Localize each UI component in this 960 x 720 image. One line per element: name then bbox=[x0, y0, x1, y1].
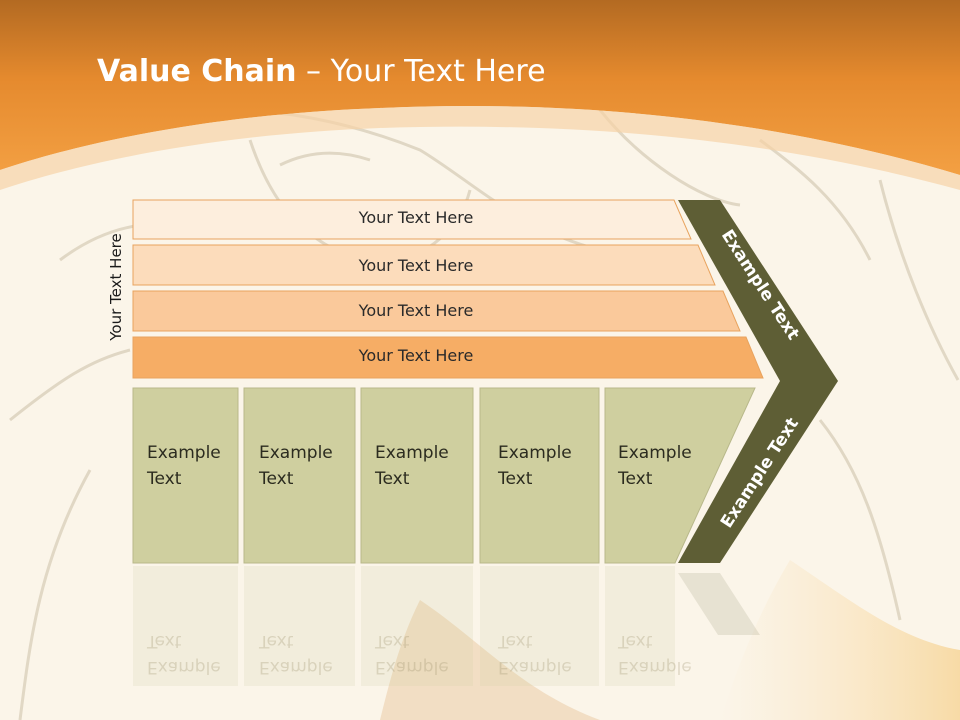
cell-3-line2: Text bbox=[375, 469, 410, 489]
cell-3-line1: Example bbox=[375, 443, 449, 463]
row-bar-1 bbox=[132, 199, 692, 240]
row-label-4: Your Text Here bbox=[358, 346, 474, 365]
cell-1-line1: Example bbox=[147, 443, 221, 463]
cell-5-reflection: Example Text bbox=[618, 628, 692, 680]
cell-box-3 bbox=[360, 387, 474, 564]
cell-3-reflection-line2: Text bbox=[375, 631, 410, 651]
chevron-reflection bbox=[678, 573, 760, 635]
row-label-3: Your Text Here bbox=[358, 301, 474, 320]
cell-2-reflection: Example Text bbox=[259, 628, 333, 680]
light-glow bbox=[720, 560, 960, 720]
row-label-2: Your Text Here bbox=[358, 256, 474, 275]
row-bars bbox=[132, 199, 764, 379]
cell-5-reflection-line2: Text bbox=[618, 631, 653, 651]
cell-2-reflection-line1: Example bbox=[259, 657, 333, 677]
cell-4-reflection: Example Text bbox=[498, 628, 572, 680]
side-label: Your Text Here bbox=[107, 233, 125, 341]
cell-4-reflection-line2: Text bbox=[498, 631, 533, 651]
cell-1-reflection-line1: Example bbox=[147, 657, 221, 677]
cell-2-line1: Example bbox=[259, 443, 333, 463]
page-title: Value Chain – Your Text Here bbox=[97, 52, 546, 92]
cell-box-2 bbox=[243, 387, 356, 564]
cell-reflection-box-4 bbox=[480, 566, 599, 686]
title-rest: – Your Text Here bbox=[296, 54, 546, 89]
title-bold: Value Chain bbox=[97, 54, 297, 89]
cell-4-reflection-line1: Example bbox=[498, 657, 572, 677]
cell-reflection-box-3 bbox=[361, 566, 473, 686]
row-bar-3 bbox=[132, 290, 741, 332]
cell-box-4 bbox=[479, 387, 600, 564]
value-chevron bbox=[678, 200, 838, 635]
cell-reflection-box-5 bbox=[605, 566, 675, 686]
chevron-lower bbox=[678, 381, 838, 563]
cell-4-line2: Text bbox=[498, 469, 533, 489]
cell-3-reflection-line1: Example bbox=[375, 657, 449, 677]
cell-reflection-box-2 bbox=[244, 566, 355, 686]
cell-boxes bbox=[132, 387, 756, 686]
cell-5-line1: Example bbox=[618, 443, 692, 463]
chevron-upper bbox=[678, 200, 838, 381]
cell-3-reflection: Example Text bbox=[375, 628, 449, 680]
cell-2-line2: Text bbox=[259, 469, 294, 489]
row-bar-2 bbox=[132, 244, 716, 286]
header-highlight bbox=[0, 106, 960, 190]
row-label-1: Your Text Here bbox=[358, 208, 474, 227]
cell-1-reflection-line2: Text bbox=[147, 631, 182, 651]
cell-1-reflection: Example Text bbox=[147, 628, 221, 680]
cell-box-5 bbox=[604, 387, 756, 564]
cell-1-line2: Text bbox=[147, 469, 182, 489]
header-band bbox=[0, 0, 960, 175]
cell-2-reflection-line2: Text bbox=[259, 631, 294, 651]
cell-5-line2: Text bbox=[618, 469, 653, 489]
row-bar-4 bbox=[132, 336, 764, 379]
cell-reflection-box-1 bbox=[133, 566, 238, 686]
cell-4-line1: Example bbox=[498, 443, 572, 463]
hands-shadow bbox=[380, 600, 600, 720]
cell-5-reflection-line1: Example bbox=[618, 657, 692, 677]
cell-box-1 bbox=[132, 387, 239, 564]
